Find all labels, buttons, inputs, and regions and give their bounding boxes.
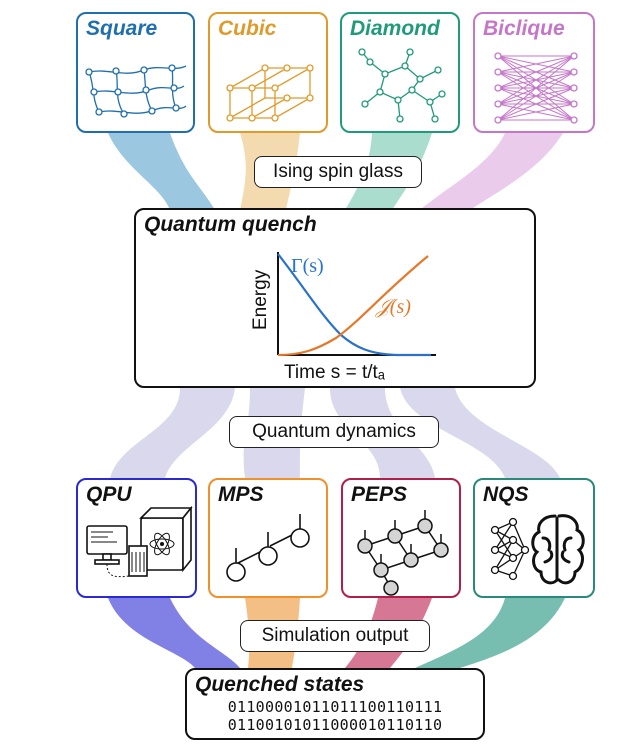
simulation-output-label: Simulation output	[240, 620, 430, 652]
biclique-node	[570, 52, 578, 60]
biclique-edge	[497, 55, 575, 89]
cubic-title: Cubic	[218, 17, 277, 40]
biclique-edge	[497, 55, 575, 73]
biclique-node	[494, 100, 502, 108]
bitstring-line-2: 01100101011000010110110	[227, 716, 443, 734]
biclique-edge	[497, 55, 575, 121]
biclique-node	[570, 100, 578, 108]
ribbon-dynamics-1	[110, 388, 235, 478]
diamond-title: Diamond	[350, 17, 440, 40]
biclique-node	[570, 68, 578, 76]
bitstring-line-1: 01100001011011100110111	[227, 698, 443, 716]
diamond-lattice-graph	[358, 48, 446, 123]
biclique-node	[494, 84, 502, 92]
peps-network-icon	[357, 510, 449, 596]
ising-spin-glass-label: Ising spin glass	[254, 156, 422, 188]
ribbon-nqs	[415, 598, 565, 668]
nqs-title: NQS	[483, 483, 529, 506]
ribbon-square	[108, 133, 215, 210]
peps-box: PEPS	[341, 478, 461, 598]
quench-plot: Γ(s) 𝒥(s) Energy Time s = t/tₐ	[250, 252, 436, 383]
biclique-node	[494, 52, 502, 60]
ribbon-biclique	[420, 133, 563, 210]
cubic-lattice-box: Cubic	[208, 12, 328, 133]
square-lattice-graph	[85, 64, 187, 118]
quench-title: Quantum quench	[144, 213, 317, 236]
quantum-dynamics-label: Quantum dynamics	[229, 416, 439, 448]
mps-box: MPS	[208, 478, 328, 598]
peps-title: PEPS	[351, 483, 408, 506]
mps-network-icon	[226, 514, 310, 582]
biclique-node	[570, 116, 578, 124]
biclique-edge	[497, 87, 575, 121]
quenched-states-box: Quenched states 01100001011011100110111 …	[185, 668, 485, 740]
y-axis-label: Energy	[250, 269, 271, 330]
qpu-box: QPU	[76, 478, 197, 598]
ribbon-qpu	[108, 598, 240, 668]
x-axis-label: Time s = t/tₐ	[284, 362, 386, 383]
diamond-lattice-box: Diamond	[340, 12, 460, 133]
biclique-edge	[497, 71, 575, 121]
quantum-quench-box: Quantum quench Γ(s) 𝒥(s) Energy Time s =…	[134, 208, 536, 388]
biclique-node	[494, 116, 502, 124]
biclique-node	[570, 84, 578, 92]
cubic-lattice-graph	[226, 64, 314, 122]
square-title: Square	[86, 17, 158, 40]
square-lattice-box: Square	[76, 12, 195, 133]
gamma-label: Γ(s)	[291, 255, 324, 277]
biclique-node	[494, 68, 502, 76]
j-label: 𝒥(s)	[375, 296, 411, 318]
biclique-edge	[497, 103, 575, 121]
quenched-title: Quenched states	[195, 673, 365, 696]
qpu-computer-icon	[86, 505, 193, 578]
nqs-brain-icon	[490, 514, 585, 585]
mps-title: MPS	[218, 483, 264, 506]
biclique-graph	[494, 52, 578, 124]
biclique-edge	[497, 55, 575, 105]
biclique-lattice-box: Biclique	[473, 12, 595, 133]
j-curve	[277, 255, 429, 357]
qpu-title: QPU	[86, 483, 132, 506]
biclique-title: Biclique	[483, 17, 565, 40]
ribbon-dynamics-4	[400, 388, 560, 478]
nqs-box: NQS	[473, 478, 595, 598]
